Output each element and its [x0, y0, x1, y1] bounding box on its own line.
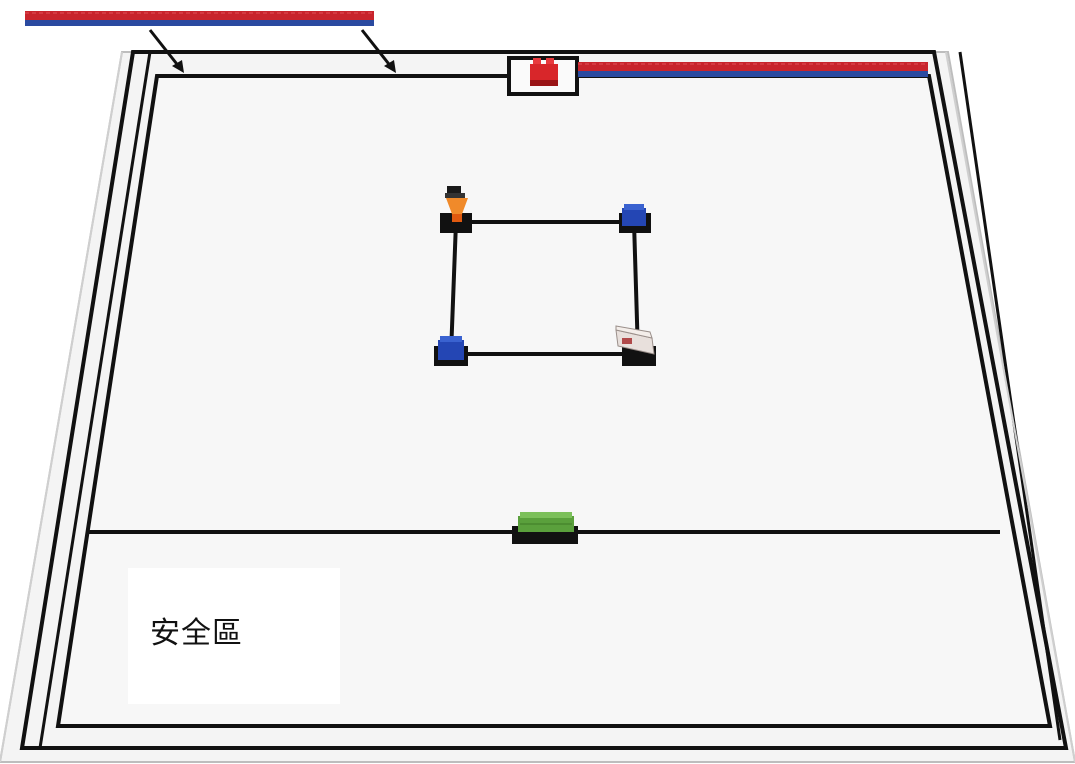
blue-block-top-right	[622, 204, 646, 226]
blue-block-bottom-left	[438, 336, 464, 360]
wall-piece-loose	[25, 11, 374, 26]
green-block	[518, 512, 574, 532]
wall-piece-top-right	[578, 62, 928, 77]
safe-zone-label: 安全區	[150, 608, 243, 652]
